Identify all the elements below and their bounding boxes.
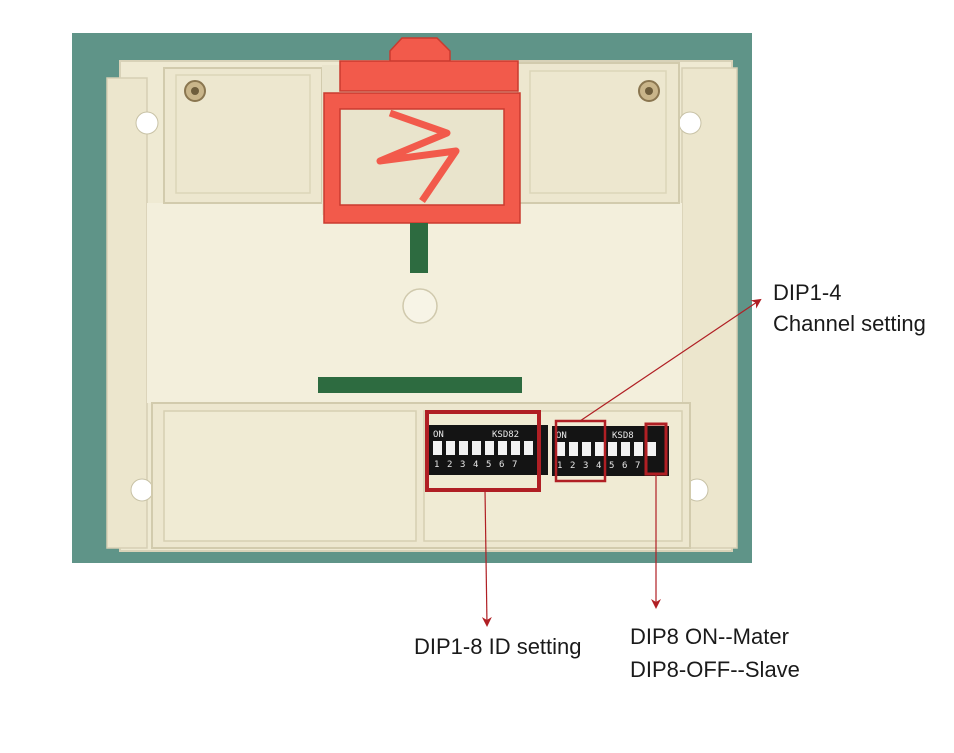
center-dimple [402, 288, 438, 324]
dip-left-switch-5 [485, 441, 494, 455]
dip8-off-label: DIP8-OFF--Slave [630, 657, 800, 682]
dip-right-number-3: 3 [583, 461, 588, 471]
dip-right-switch-6 [621, 442, 630, 456]
housing-right-rail [681, 67, 738, 549]
bottom-left-compartment [163, 410, 417, 542]
dip-left-switch-7 [511, 441, 520, 455]
dip-left-number-6: 6 [499, 460, 504, 470]
din-rail-latch [322, 37, 521, 273]
dip-left-number-5: 5 [486, 460, 491, 470]
dip-left-brand: KSD82 [492, 430, 519, 440]
dip-right-brand: KSD8 [612, 431, 634, 441]
dip-right-number-2: 2 [570, 461, 575, 471]
arrow-id-setting [481, 489, 492, 627]
dip-right-number-1: 1 [557, 461, 562, 471]
dip-right-switch-2 [569, 442, 578, 456]
dip-right-switch-4 [595, 442, 604, 456]
dip-right-number-6: 6 [622, 461, 627, 471]
highlight-box-id-switches [425, 410, 541, 492]
dip-right-number-4: 4 [596, 461, 601, 471]
dip-right-number-7: 7 [635, 461, 640, 471]
dip-right-switch-1 [556, 442, 565, 456]
dip-left-switch-8 [524, 441, 533, 455]
pcb-strip [318, 377, 522, 393]
dip-left-on-mark: ON [433, 430, 444, 440]
dip-right-switch-8 [647, 442, 656, 456]
channel-title-label: DIP1-4 [773, 280, 842, 305]
dip-right-number-5: 5 [609, 461, 614, 471]
dip-left-switch-1 [433, 441, 442, 455]
dip-left-switch-6 [498, 441, 507, 455]
dip8-on-label: DIP8 ON--Mater [630, 624, 789, 649]
highlight-box-channel-switches [554, 419, 607, 483]
dip-right-on-mark: ON [556, 431, 567, 441]
housing-left-rail [106, 77, 148, 549]
arrow-channel-setting [579, 298, 762, 422]
top-left-compartment-inner [175, 74, 311, 194]
dip-left-number-7: 7 [512, 460, 517, 470]
dip-left-switch-4 [472, 441, 481, 455]
dip-right-switch-7 [634, 442, 643, 456]
dip-right-switch-5 [608, 442, 617, 456]
dip-left-number-3: 3 [460, 460, 465, 470]
screw-top-right [638, 80, 660, 102]
dip-right-switch-3 [582, 442, 591, 456]
top-right-compartment-inner [529, 70, 667, 194]
dip-left-number-1: 1 [434, 460, 439, 470]
dip-left-switch-3 [459, 441, 468, 455]
dip-left-number-2: 2 [447, 460, 452, 470]
channel-desc-label: Channel setting [773, 311, 926, 336]
screw-top-left [184, 80, 206, 102]
dip-left-number-4: 4 [473, 460, 478, 470]
dip-left-switch-2 [446, 441, 455, 455]
mount-hole-top-left [135, 111, 159, 135]
id-setting-label: DIP1-8 ID setting [414, 634, 582, 659]
highlight-box-dip8 [644, 422, 668, 476]
